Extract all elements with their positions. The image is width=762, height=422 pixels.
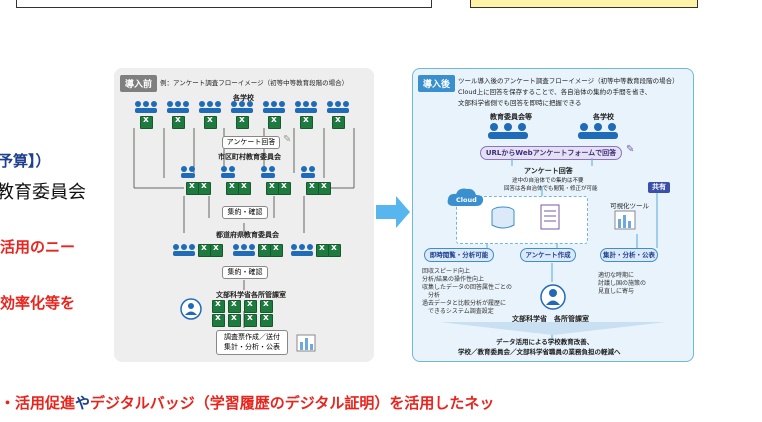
excel-icon <box>278 181 291 195</box>
excel-icon <box>212 313 225 327</box>
excel-icon <box>332 115 345 129</box>
after-title-3: 文部科学省側でも回答を即時に把握できる <box>458 99 582 107</box>
side-text-efficiency: 効率化等を <box>0 294 76 312</box>
bottom-banner-part-3: デジタルバッジ（学習履歴のデジタル証明）を活用したネッ <box>90 394 495 412</box>
excel-icon <box>268 115 281 129</box>
excel-icon <box>198 181 211 195</box>
ministry-person-icon <box>540 284 566 310</box>
excel-icon <box>212 299 225 313</box>
excel-icon <box>260 299 273 313</box>
chart-icon <box>296 334 316 352</box>
before-tag: 導入前 <box>120 75 158 92</box>
bullet-left-2: 分析/結果の操作性向上 <box>422 276 485 283</box>
excel-icon <box>236 115 249 129</box>
bullet-right-3: 見直しに寄与 <box>598 288 635 295</box>
before-schools-label: 各学校 <box>233 94 254 102</box>
instant-view-pill: 即時閲覧・分析可能 <box>424 248 494 262</box>
before-answer-box: アンケート回答 <box>222 136 280 149</box>
top-left-box <box>16 0 432 8</box>
before-municipal-people <box>180 164 320 183</box>
bullet-right-1: 適切な時期に <box>598 272 635 279</box>
aggregate-publish-pill: 集計・分析・公表 <box>600 248 658 262</box>
result-line-2: 学校／教育委員会／文部科学省職員の業務負担の軽減へ <box>458 348 621 356</box>
excel-icon <box>172 115 185 129</box>
answer-data-title: アンケート回答 <box>524 167 573 175</box>
bullet-left-1: 回収スピード向上 <box>422 268 471 275</box>
excel-icon <box>140 115 153 129</box>
bullet-left-6: できるシステム調査設定 <box>428 308 494 315</box>
pencil-icon: ✎ <box>626 144 635 155</box>
transition-arrow-icon <box>376 196 410 228</box>
people-icon <box>181 166 315 178</box>
viz-tool-label: 可視化ツール <box>610 202 649 210</box>
chart-icon <box>614 210 636 230</box>
people-icon <box>135 101 349 113</box>
excel-icon <box>318 181 331 195</box>
bullet-left-3: 収集したデータの回答属性ごとの <box>422 284 512 291</box>
excel-icon <box>300 115 313 129</box>
web-form-pill: URLからWebアンケートフォームで回答 <box>480 146 622 160</box>
bottom-banner-part-1: ・活用促進 <box>0 394 76 412</box>
cloud-icon <box>447 188 484 206</box>
before-report-box: 調査票作成／送付 集計・分析・公表 <box>216 330 288 355</box>
after-title-2: Cloud上に回答を保存することで、各自治体の集約の手間を省き、 <box>458 88 652 96</box>
cloud-label: Cloud <box>456 196 477 204</box>
excel-icon <box>228 299 241 313</box>
before-prefecture-people <box>172 242 342 261</box>
pencil-icon: ✎ <box>283 134 292 145</box>
bullet-left-4: 分析 <box>428 292 441 299</box>
bottom-banner: ・活用促進やデジタルバッジ（学習履歴のデジタル証明）を活用したネッ <box>0 392 494 413</box>
excel-icon <box>210 243 223 257</box>
excel-icon <box>260 313 273 327</box>
excel-icon <box>228 313 241 327</box>
before-aggregate-box-1: 集約・確認 <box>222 206 268 219</box>
bullet-right-2: 討議し国の施策の <box>598 280 647 287</box>
answer-data-line-2: 回答は各自治体でも閲覧・修正が可能 <box>504 186 598 192</box>
bullet-left-5: 過去データと比較分析が履歴に <box>422 300 507 307</box>
after-title-1: ツール導入後のアンケート調査フローイメージ（初等中等教育段階の場合） <box>458 77 679 85</box>
side-text-needs: 活用のニー <box>0 238 76 256</box>
excel-icon <box>186 181 199 195</box>
bottom-banner-part-2: や <box>75 394 91 412</box>
before-prefecture-label: 都道府県教育委員会 <box>216 231 279 239</box>
create-survey-pill: アンケート作成 <box>520 248 576 262</box>
document-icon <box>540 204 560 230</box>
before-ministry-label: 文部科学省各所管課室 <box>216 291 286 299</box>
top-right-box <box>470 0 698 8</box>
side-text-board: 教育委員会 <box>0 182 86 203</box>
excel-icon <box>270 243 283 257</box>
people-icon <box>488 123 528 139</box>
database-icon <box>491 206 515 229</box>
people-icon <box>578 123 618 139</box>
before-municipal-label: 市区町村教育委員会 <box>218 153 281 161</box>
after-schools-label: 各学校 <box>593 113 614 121</box>
result-arrow-icon <box>440 322 666 335</box>
excel-icon <box>244 313 257 327</box>
excel-icon <box>244 299 257 313</box>
ministry-person-icon <box>180 298 202 320</box>
excel-icon <box>328 243 341 257</box>
answer-data-line-1: 途中の自治体での集約は不要 <box>512 178 584 184</box>
before-school-people-row <box>130 100 370 128</box>
after-board-label: 教育委員会等 <box>490 113 532 121</box>
after-tag: 導入後 <box>418 75 456 92</box>
excel-icon <box>204 115 217 129</box>
people-icon <box>173 244 313 256</box>
before-aggregate-box-2: 集約・確認 <box>222 266 268 279</box>
share-badge: 共有 <box>648 182 670 193</box>
before-title: 例：アンケート調査フローイメージ（初等中等教育段階の場合） <box>160 79 349 87</box>
excel-icon <box>238 181 251 195</box>
result-line-1: データ活用による学校教育改善、 <box>496 338 594 346</box>
after-ministry-label: 文部科学省 各所管課室 <box>512 315 589 323</box>
side-text-budget: 予算】） <box>0 152 51 170</box>
